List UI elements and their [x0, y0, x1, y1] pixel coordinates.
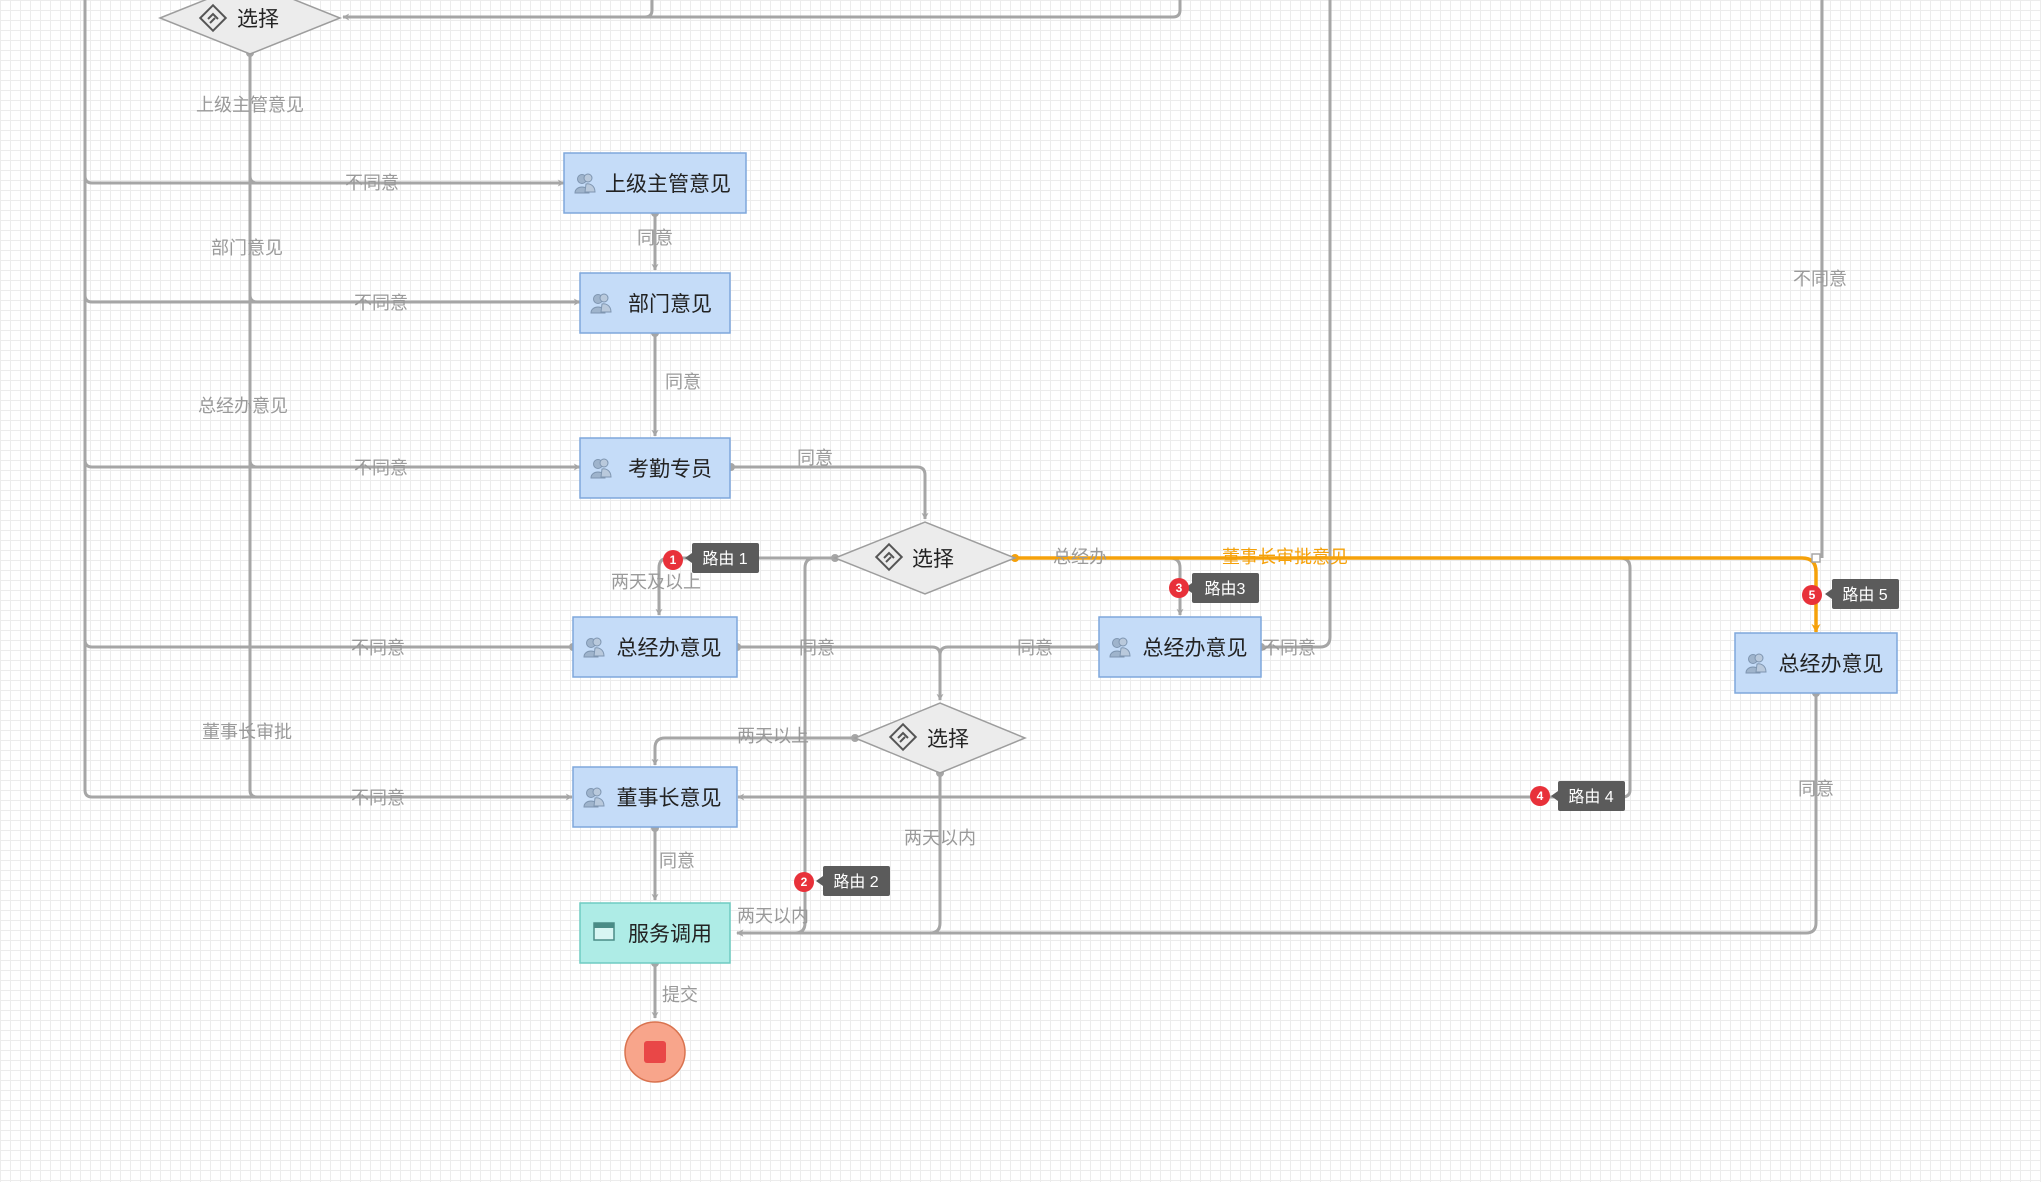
label-submit: 提交 [662, 985, 698, 1005]
edge-gmcenter-disagree[interactable] [1261, 0, 1332, 649]
route-badge-1: 1 [663, 550, 683, 570]
route-tag-label: 路由 5 [1842, 586, 1887, 604]
task-label: 总经办意见 [617, 637, 722, 660]
label-two-days-plus: 两天及以上 [611, 572, 701, 592]
task-gm-office-left[interactable]: 总经办意见 [572, 616, 738, 678]
label-agree: 同意 [1798, 779, 1834, 799]
edge-gwtop-to-attendance[interactable] [248, 459, 580, 469]
edge-left-to-department[interactable] [83, 294, 581, 306]
task-label: 总经办意见 [1143, 637, 1248, 660]
route-tags: 路由 1 1 路由 2 2 路由3 3 路由 4 [663, 543, 1899, 896]
gateway-label: 选择 [237, 8, 279, 31]
label-chairman-approval: 董事长审批 [202, 722, 292, 742]
route-tag-label: 路由 2 [833, 873, 878, 891]
task-label: 考勤专员 [628, 458, 712, 481]
task-chairman[interactable]: 董事长意见 [572, 766, 738, 828]
route-badge-4: 4 [1530, 786, 1550, 806]
route-tag-label: 路由 1 [702, 550, 747, 568]
label-disagree: 不同意 [354, 293, 408, 313]
edge-left-to-attendance[interactable] [83, 459, 581, 471]
label-dept-opinion: 部门意见 [211, 238, 283, 258]
task-service-call[interactable]: 服务调用 [579, 902, 731, 964]
label-chairman-highlighted: 董事长审批意见 [1222, 547, 1348, 567]
route-badge-number: 3 [1176, 581, 1183, 595]
route-badge-5: 5 [1802, 585, 1822, 605]
task-label: 服务调用 [628, 923, 712, 946]
label-disagree: 不同意 [1793, 269, 1847, 289]
edge-gmleft-gwlow[interactable] [737, 645, 944, 701]
task-attendance[interactable]: 考勤专员 [579, 437, 731, 499]
edge-return-top-a[interactable] [342, 0, 654, 21]
label-two-days-above: 两天以上 [737, 726, 809, 746]
task-label: 总经办意见 [1779, 653, 1884, 676]
label-within-two-days: 两天以内 [904, 828, 976, 848]
route-badge-3: 3 [1169, 578, 1189, 598]
label-supervisor-opinion: 上级主管意见 [196, 95, 304, 115]
label-agree: 同意 [637, 228, 673, 248]
edge-labels: 上级主管意见 部门意见 总经办意见 董事长审批 不同意 不同意 不同意 不同意 … [196, 95, 1847, 1005]
edge-gwtop-to-supervisor[interactable] [248, 175, 564, 185]
edge-gmcenter-gwlow[interactable] [938, 645, 1099, 656]
end-event[interactable] [624, 1021, 686, 1083]
label-disagree: 不同意 [1262, 638, 1316, 658]
label-agree: 同意 [799, 638, 835, 658]
label-agree: 同意 [659, 851, 695, 871]
route-tag-5[interactable]: 路由 5 [1825, 579, 1899, 609]
route-tag-1[interactable]: 路由 1 [685, 543, 759, 573]
task-supervisor[interactable]: 上级主管意见 [563, 152, 747, 214]
label-gm-opinion: 总经办意见 [198, 396, 288, 416]
task-label: 董事长意见 [617, 787, 722, 810]
label-disagree: 不同意 [351, 638, 405, 658]
label-disagree: 不同意 [354, 458, 408, 478]
task-gm-office-center[interactable]: 总经办意见 [1098, 616, 1262, 678]
edge-gmright-service[interactable] [736, 693, 1818, 937]
task-department[interactable]: 部门意见 [579, 272, 731, 334]
gateway-label: 选择 [927, 728, 969, 751]
gateway-top[interactable]: 选择 [157, 0, 343, 55]
task-label: 上级主管意见 [605, 173, 731, 196]
task-label: 部门意见 [628, 293, 712, 316]
window-icon [593, 922, 615, 941]
edge-gm-left-to-trunk[interactable] [83, 639, 573, 649]
route-tag-label: 路由 4 [1568, 788, 1613, 806]
edge-left-to-supervisor[interactable] [83, 175, 565, 187]
route-badge-number: 5 [1809, 588, 1816, 602]
edge-return-top-b[interactable] [645, 0, 1182, 19]
edge-gwtop-trunk[interactable] [248, 53, 572, 799]
edge-attendance-gwmid[interactable] [731, 465, 929, 520]
label-agree: 同意 [797, 448, 833, 468]
gateway-low[interactable]: 选择 [853, 702, 1027, 774]
route-badge-2: 2 [794, 872, 814, 892]
nodes: 选择 上级主管意见 部门意见 考勤专员 选择 [157, 0, 1898, 1083]
edge-gwtop-to-department[interactable] [248, 294, 580, 304]
route-badge-number: 1 [670, 553, 677, 567]
edge-left-trunk[interactable] [83, 0, 573, 801]
label-agree: 同意 [1017, 638, 1053, 658]
edge-gwlow-chairman[interactable] [651, 736, 855, 766]
route-tag-4[interactable]: 路由 4 [1551, 781, 1625, 811]
route-badge-number: 2 [801, 875, 808, 889]
ports [246, 49, 1821, 967]
label-disagree: 不同意 [345, 173, 399, 193]
route-badge-number: 4 [1537, 789, 1544, 803]
route-tag-2[interactable]: 路由 2 [816, 866, 890, 896]
label-gm-branch: 总经办 [1053, 547, 1107, 567]
edges [83, 0, 1824, 1019]
label-within-two-days: 两天以内 [737, 906, 809, 926]
stop-icon [644, 1041, 666, 1063]
route-tag-3[interactable]: 路由3 [1185, 573, 1259, 603]
gateway-mid[interactable]: 选择 [832, 521, 1018, 595]
label-disagree: 不同意 [351, 788, 405, 808]
gateway-label: 选择 [912, 548, 954, 571]
route-tag-label: 路由3 [1205, 580, 1246, 598]
label-agree: 同意 [665, 372, 701, 392]
task-gm-office-right[interactable]: 总经办意见 [1734, 632, 1898, 694]
